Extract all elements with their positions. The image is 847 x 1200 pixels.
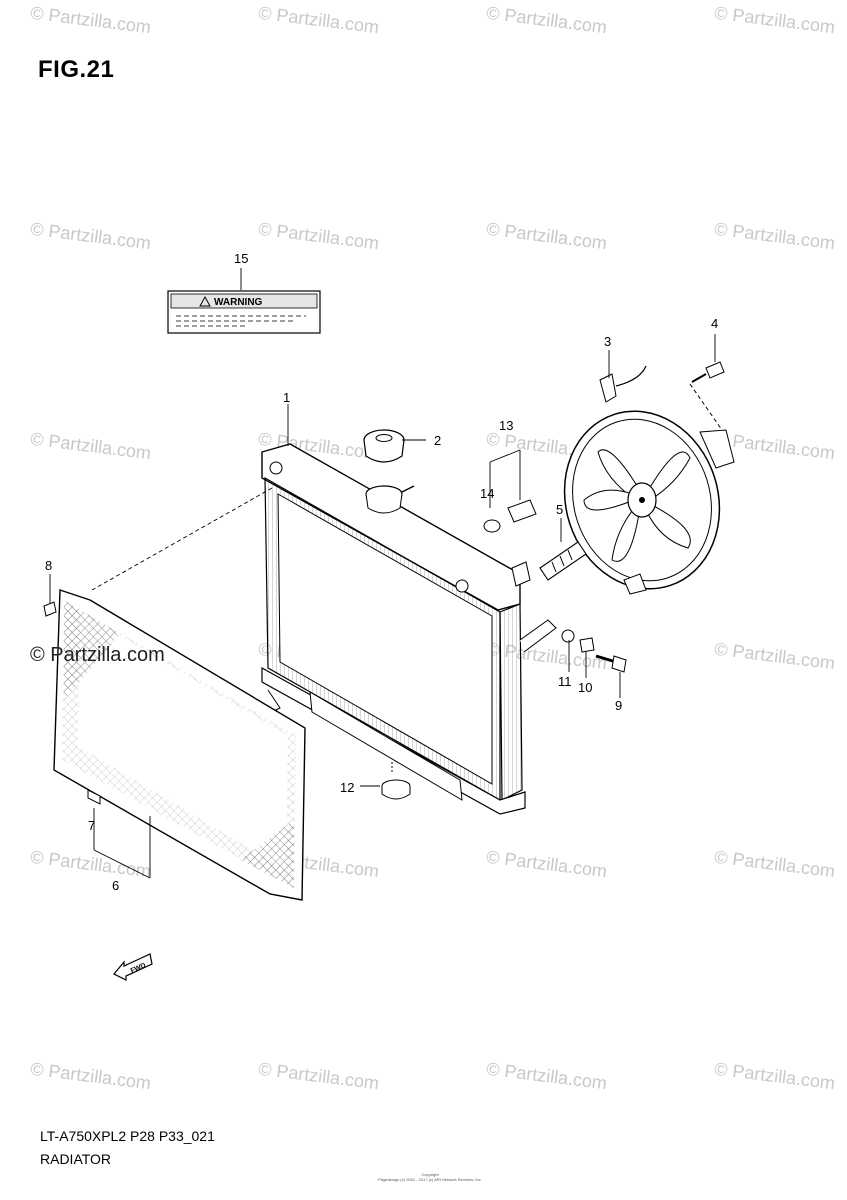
- mounting-hardware: [561, 629, 627, 673]
- warning-triangle-icon: [199, 295, 211, 307]
- callout-4: 4: [711, 316, 718, 331]
- callout-10: 10: [578, 680, 592, 695]
- callout-14: 14: [480, 486, 494, 501]
- partzilla-brand: © Partzilla.com: [30, 644, 165, 666]
- radiator-screen: [43, 589, 306, 901]
- copyright-notice: Copyright Pagedesign (c) 2001 - 2017 (c)…: [360, 1172, 500, 1182]
- warning-label: WARNING: [167, 290, 321, 334]
- copyright-line: Pagedesign (c) 2001 - 2017 (c) ARI Netwo…: [378, 1177, 482, 1182]
- callout-1: 1: [283, 390, 290, 405]
- callout-2: 2: [434, 433, 441, 448]
- filler-neck: [365, 485, 415, 514]
- model-code: LT-A750XPL2 P28 P33_021: [40, 1128, 215, 1144]
- radiator-core: [261, 443, 557, 815]
- warning-label-text: WARNING: [214, 297, 263, 308]
- callout-5: 5: [556, 502, 563, 517]
- hose-fitting: [539, 541, 587, 581]
- section-name: RADIATOR: [40, 1151, 112, 1167]
- arrow-front-icon: [113, 953, 153, 981]
- callout-8: 8: [45, 558, 52, 573]
- callout-15: 15: [234, 251, 248, 266]
- callout-9: 9: [615, 698, 622, 713]
- grommet: [381, 762, 411, 800]
- callout-6: 6: [112, 878, 119, 893]
- figure-title: FIG.21: [38, 56, 115, 83]
- copyright-line: Copyright: [421, 1172, 439, 1177]
- callout-3: 3: [604, 334, 611, 349]
- fan-mount-bolt: [689, 361, 725, 431]
- callout-numbers: 15 1 2 3 4 5 6 7 8 9 10 11 12 13 14: [45, 251, 718, 893]
- leader-lines: [49, 268, 716, 879]
- cooling-fan-assembly: [563, 365, 735, 595]
- callout-12: 12: [340, 780, 354, 795]
- front-direction-marker: FWD: [113, 953, 153, 981]
- radiator-cap: [363, 429, 405, 463]
- thermo-switch: [483, 499, 537, 533]
- callout-13: 13: [499, 418, 513, 433]
- callout-11: 11: [558, 674, 572, 689]
- callout-7: 7: [88, 818, 95, 833]
